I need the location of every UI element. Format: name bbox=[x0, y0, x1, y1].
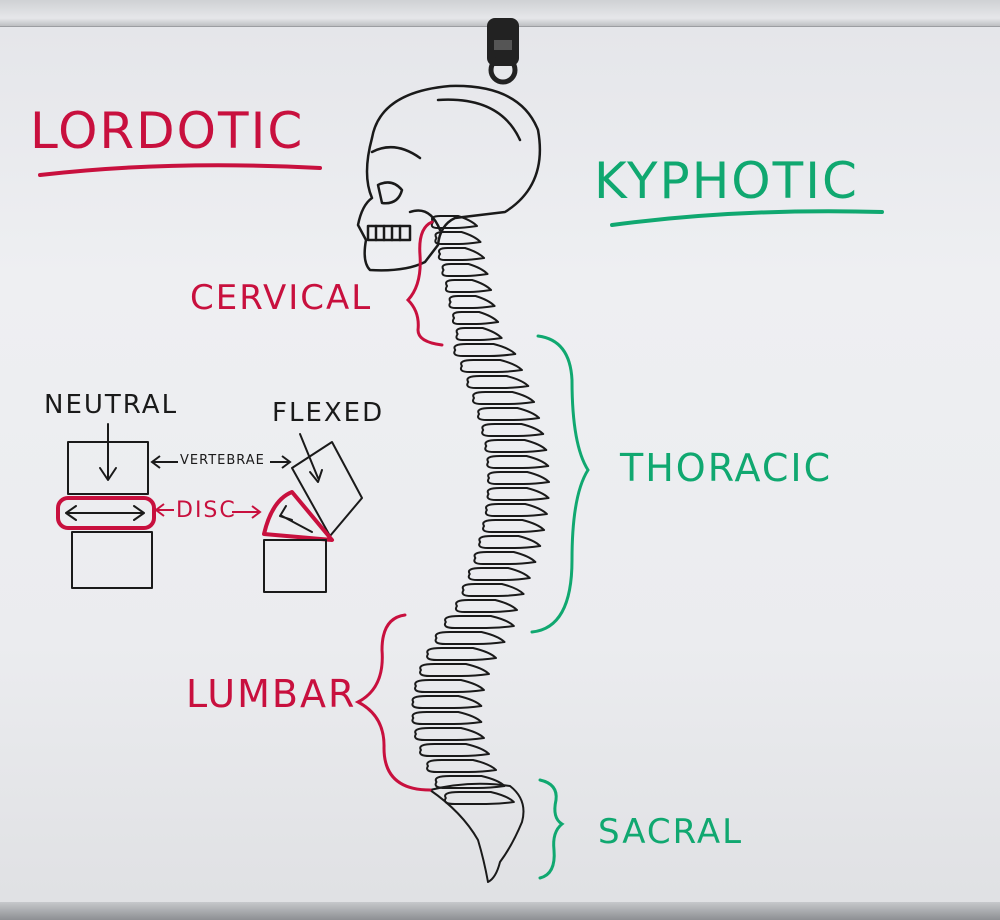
thoracic-label: THORACIC bbox=[620, 446, 833, 490]
lordotic-heading: LORDOTIC bbox=[30, 102, 305, 160]
neutral-diagram bbox=[56, 423, 156, 589]
vertebra-outline bbox=[426, 647, 497, 661]
vertebra-outline bbox=[448, 295, 496, 309]
vertebra-outline bbox=[459, 359, 523, 373]
vertebra-outline bbox=[484, 503, 548, 517]
magnet-clip-icon bbox=[487, 18, 519, 85]
vertebra-outline bbox=[477, 407, 541, 421]
flexed-diagram bbox=[262, 433, 363, 593]
thoracic-brace bbox=[530, 334, 590, 634]
kyphotic-underline bbox=[610, 209, 884, 227]
vertebrae-label: VERTEBRAE bbox=[180, 453, 265, 468]
vertebra-outline bbox=[430, 215, 478, 229]
vertebra-outline bbox=[466, 375, 530, 389]
vertebra-outline bbox=[411, 695, 483, 709]
vertebra-outline bbox=[484, 439, 548, 453]
lumbar-brace bbox=[354, 613, 432, 792]
neutral-disc bbox=[56, 496, 156, 530]
neutral-label: NEUTRAL bbox=[44, 390, 179, 420]
vertebra-outline bbox=[486, 487, 550, 501]
sacral-brace bbox=[538, 778, 565, 880]
cervical-label: CERVICAL bbox=[190, 278, 373, 318]
disc-arrow-right bbox=[232, 505, 262, 519]
vertebra-outline bbox=[434, 231, 482, 245]
vertebra-outline bbox=[419, 743, 490, 757]
vertebra-outline bbox=[414, 679, 485, 693]
kyphotic-heading: KYPHOTIC bbox=[594, 152, 859, 210]
vertebra-outline bbox=[454, 599, 518, 613]
vertebra-outline bbox=[451, 311, 500, 325]
vertebra-outline bbox=[443, 791, 515, 805]
vertebra-outline bbox=[455, 327, 503, 341]
spine-drawing bbox=[411, 215, 550, 883]
vertebra-outline bbox=[478, 535, 542, 549]
vertebra-outline bbox=[453, 343, 517, 357]
vertebrae-arrow-right bbox=[270, 455, 292, 469]
vertebra-outline bbox=[486, 471, 550, 485]
vertebra-outline bbox=[473, 551, 537, 565]
vertebra-outline bbox=[443, 615, 515, 629]
cervical-brace bbox=[405, 220, 444, 347]
vertebra-outline bbox=[444, 279, 493, 293]
skull-drawing bbox=[356, 84, 542, 272]
vertebra-outline bbox=[419, 663, 490, 677]
vertebra-outline bbox=[481, 423, 545, 437]
vertebra-outline bbox=[414, 727, 485, 741]
vertebra-outline bbox=[426, 759, 497, 773]
sacrum-outline bbox=[429, 782, 525, 883]
sacral-label: SACRAL bbox=[598, 812, 744, 852]
flexed-disc bbox=[262, 490, 334, 542]
vertebra-outline bbox=[486, 455, 550, 469]
neutral-lower-vertebra bbox=[71, 531, 153, 589]
vertebra-outline bbox=[461, 583, 525, 597]
vertebra-outline bbox=[467, 567, 531, 581]
vertebra-outline bbox=[434, 631, 506, 645]
flexed-lower-vertebra bbox=[263, 539, 327, 593]
disc-label: DISC bbox=[176, 498, 237, 523]
lordotic-underline bbox=[38, 163, 322, 177]
lumbar-label: LUMBAR bbox=[186, 672, 357, 716]
disc-arrow-left bbox=[154, 503, 174, 517]
vertebra-outline bbox=[472, 391, 536, 405]
vertebra-outline bbox=[482, 519, 546, 533]
whiteboard-bottom-frame bbox=[0, 902, 1000, 920]
vertebra-outline bbox=[411, 711, 483, 725]
vertebra-outline bbox=[437, 247, 486, 261]
flexed-upper-vertebra bbox=[291, 441, 363, 537]
vertebra-outline bbox=[441, 263, 489, 277]
vertebrae-arrow-left bbox=[150, 455, 178, 469]
flexed-label: FLEXED bbox=[272, 398, 385, 428]
